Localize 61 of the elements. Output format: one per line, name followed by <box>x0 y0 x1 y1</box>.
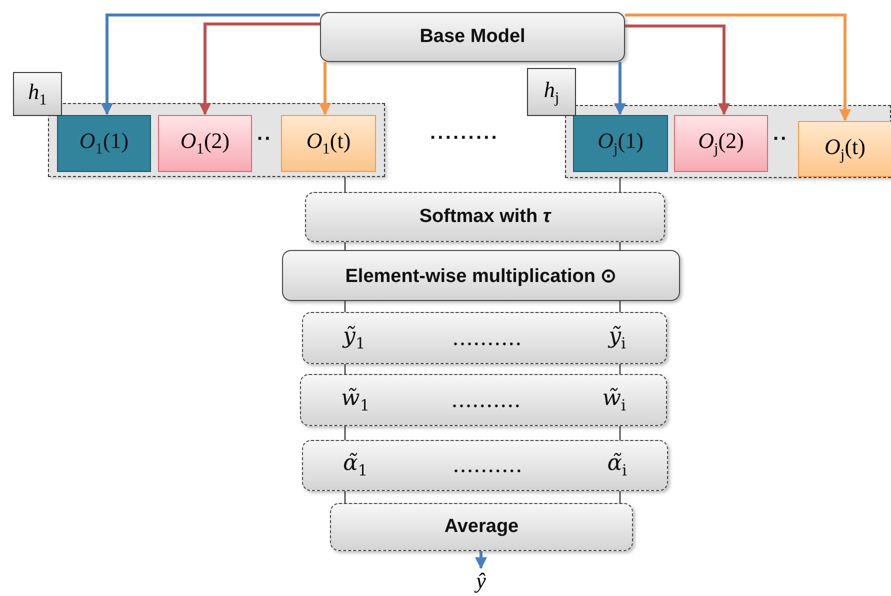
arrow <box>199 22 320 116</box>
output-box <box>798 121 891 177</box>
process-box <box>330 503 633 551</box>
node-label: O$_{1}$(1) <box>79 128 129 159</box>
process-box <box>305 192 665 242</box>
arrow <box>101 14 320 116</box>
hypothesis-tag <box>13 72 62 116</box>
arrow <box>614 62 626 116</box>
vector-element: w̃$_{i}$ <box>602 386 626 414</box>
node-label: ŷ <box>476 568 486 594</box>
output-box <box>158 115 252 172</box>
arrow <box>625 14 851 122</box>
arrow <box>475 551 487 570</box>
node-label: O$_{1}$(t) <box>306 128 351 159</box>
vector-box <box>300 374 667 426</box>
connector-line <box>619 491 621 503</box>
arrow <box>319 62 331 116</box>
node-label: h$_{j}$ <box>544 76 560 108</box>
connector-line <box>344 426 346 440</box>
node-label: O$_{j}$(1) <box>598 128 644 159</box>
connector-line <box>619 178 621 192</box>
vector-element: w̃$_{1}$ <box>341 386 370 414</box>
hypothesis-tag <box>527 68 576 116</box>
connector-line <box>619 364 621 374</box>
connector-line <box>344 242 346 250</box>
vector-element: α̃$_{i}$ <box>607 451 627 480</box>
node-label: O$_{j}$(2) <box>698 128 744 159</box>
node-label: Average <box>444 516 519 538</box>
ellipsis: .......... <box>452 453 522 478</box>
output-box <box>674 115 768 172</box>
arrow <box>625 24 730 116</box>
node-label: Softmax with τ <box>419 206 551 228</box>
connector-line <box>619 426 621 440</box>
output-box <box>281 115 376 172</box>
vector-element: α̃$_{1}$ <box>343 451 368 480</box>
connector-line <box>619 242 621 250</box>
connector-line <box>344 177 346 192</box>
connector-line <box>344 301 346 312</box>
connector-line <box>344 491 346 503</box>
output-box <box>573 115 668 172</box>
node-label: h$_{1}$ <box>28 78 47 110</box>
node-label: O$_{1}$(2) <box>180 128 230 159</box>
group-box <box>48 103 385 177</box>
node-label: Base Model <box>420 26 526 48</box>
node-label: Element-wise multiplication ⊙ <box>345 264 617 288</box>
ellipsis: ········· <box>430 127 499 150</box>
process-box <box>282 250 680 301</box>
ellipsis: .......... <box>450 388 521 412</box>
node-label: O$_{j}$(t) <box>824 134 866 164</box>
vector-box <box>302 312 667 364</box>
connector-line <box>619 301 621 312</box>
output-box <box>57 115 151 172</box>
vector-box <box>302 440 668 491</box>
vector-element: ỹ$_{i}$ <box>608 324 626 352</box>
ellipsis: .......... <box>452 326 522 350</box>
process-box <box>320 12 625 62</box>
ellipsis: ·· <box>257 128 272 151</box>
ellipsis: ·· <box>773 128 788 151</box>
connector-line <box>344 364 346 374</box>
group-box <box>565 105 891 178</box>
vector-element: ỹ$_{1}$ <box>343 324 366 352</box>
